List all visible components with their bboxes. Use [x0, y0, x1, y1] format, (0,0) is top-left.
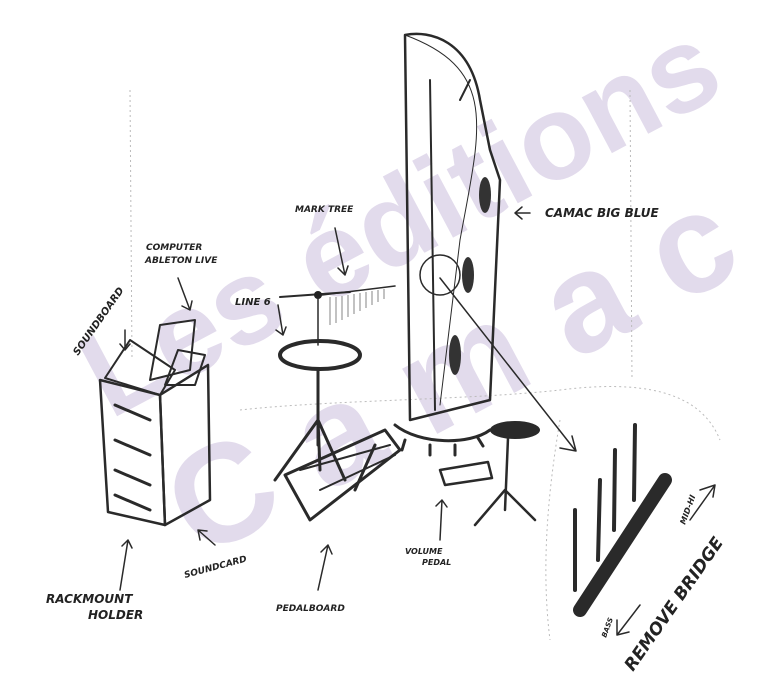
harp-drawing	[393, 32, 577, 457]
label-bass: BASS	[600, 617, 615, 639]
label-computer-line2: ABLETON LIVE	[144, 256, 218, 266]
watermark: Les éditions Camac	[59, 0, 778, 586]
label-computer-line1: COMPUTER	[146, 243, 202, 253]
label-arrows	[119, 206, 531, 591]
label-volume-pedal-line1: VOLUME	[405, 547, 443, 556]
label-remove-bridge: REMOVE BRIDGE	[621, 533, 728, 674]
line6-stand-drawing	[273, 285, 396, 482]
label-rackmount-line1: RACKMOUNT	[46, 592, 133, 606]
label-volume-pedal-line2: PEDAL	[422, 558, 451, 567]
label-pedalboard: PEDALBOARD	[276, 604, 345, 614]
label-rackmount-line2: HOLDER	[88, 608, 143, 622]
label-line6: LINE 6	[235, 297, 271, 308]
bridge-drawing	[573, 423, 716, 636]
stage-outline	[129, 89, 721, 641]
pedalboard-drawing	[283, 428, 402, 522]
label-harp: CAMAC BIG BLUE	[545, 206, 659, 220]
volume-pedal-drawing	[438, 421, 540, 527]
label-mid-hi: MID-HI	[678, 494, 697, 526]
label-mark-tree: MARK TREE	[295, 205, 354, 215]
rackmount-holder-drawing	[98, 319, 212, 527]
